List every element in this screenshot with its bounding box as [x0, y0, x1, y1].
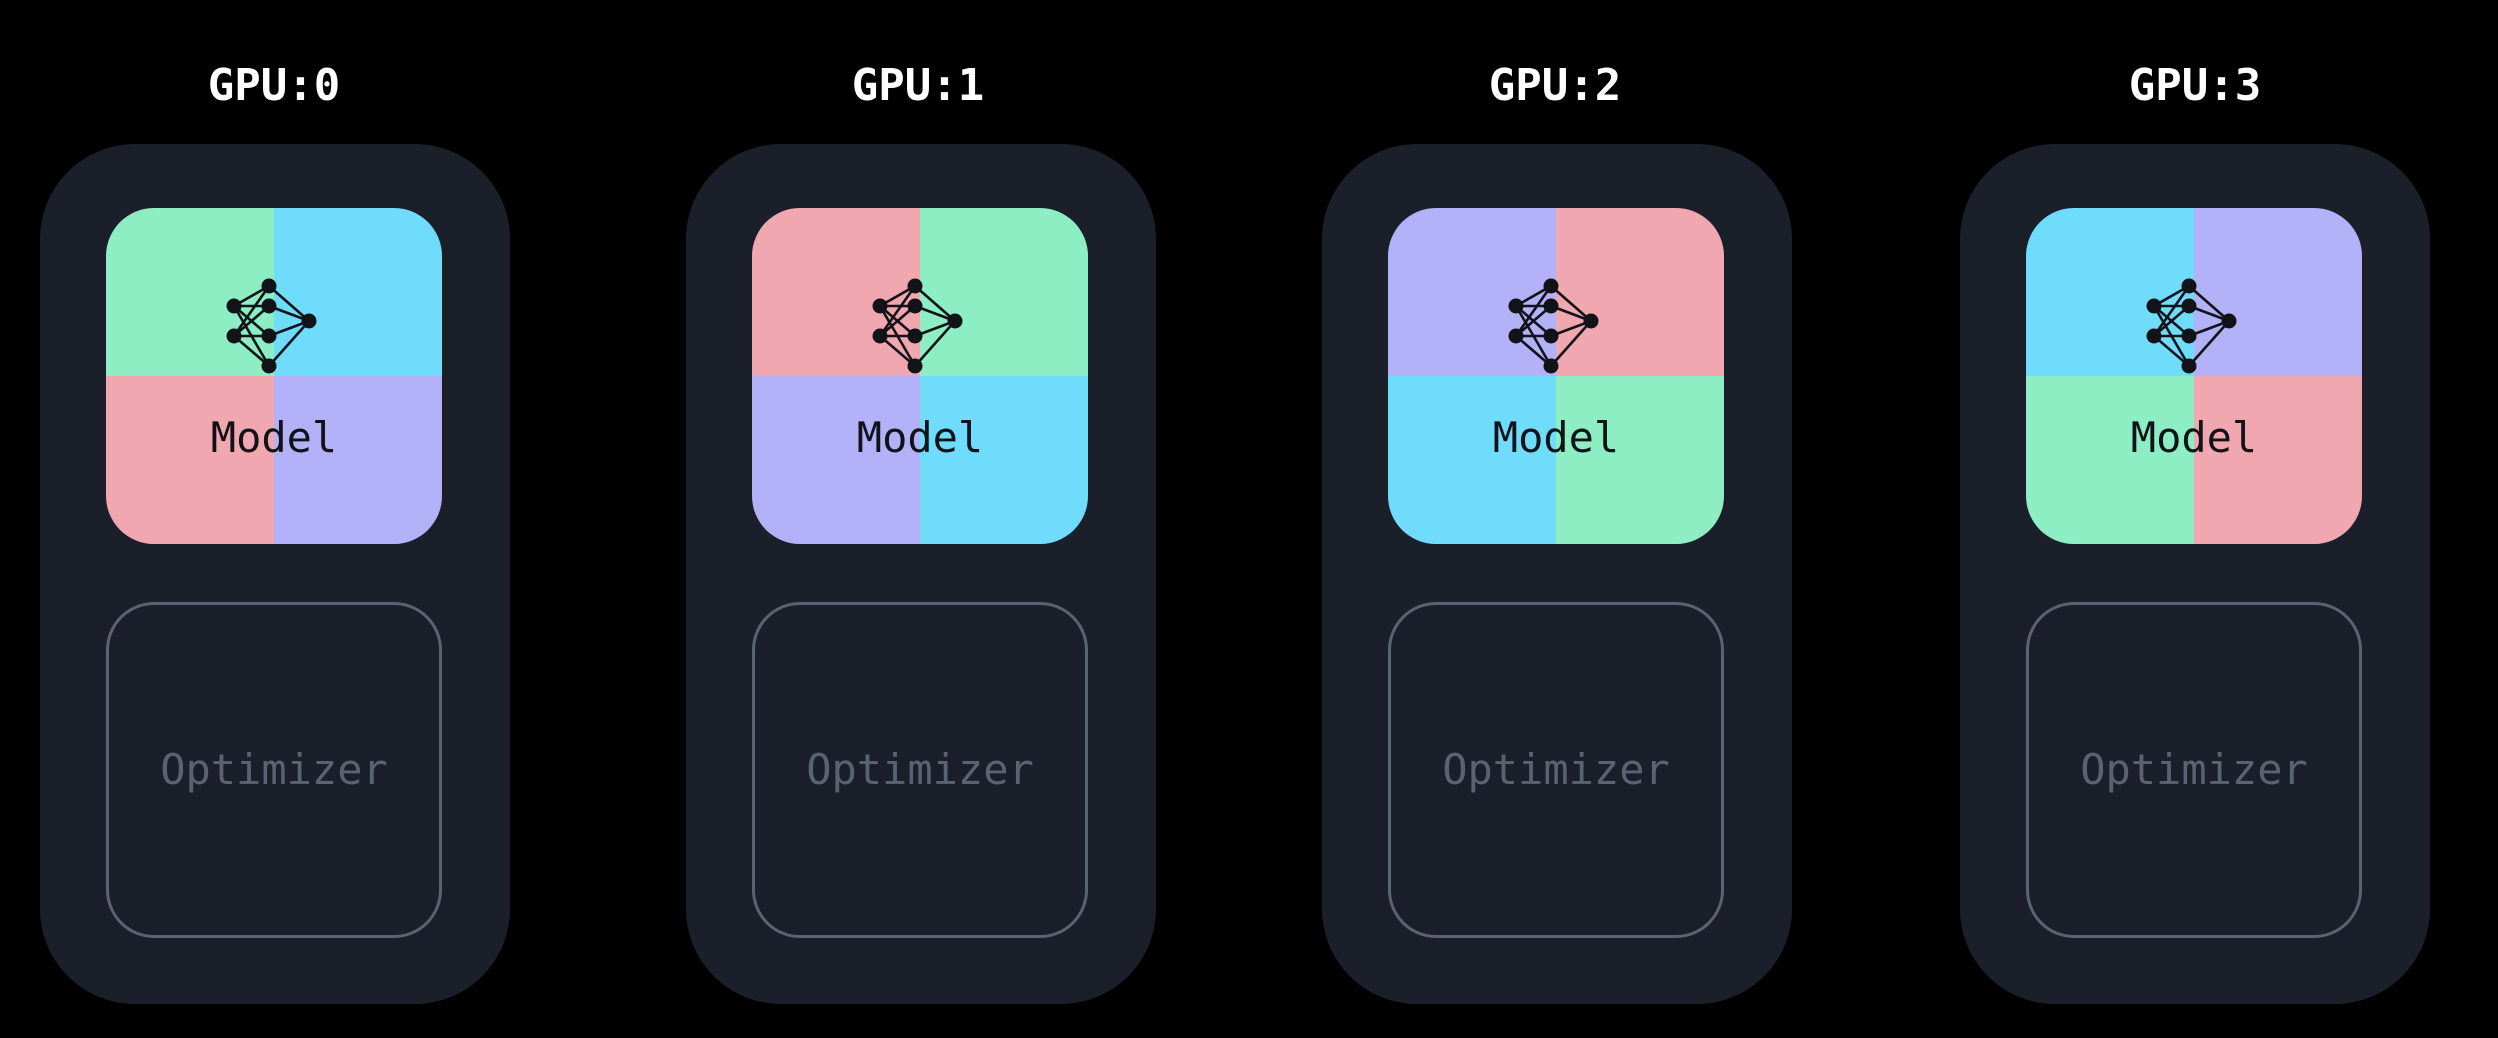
nn-edge [1515, 335, 1552, 367]
nn-edge [1550, 320, 1592, 367]
model-block: Model [106, 208, 442, 544]
nn-node [1543, 358, 1559, 374]
optimizer-block: Optimizer [2026, 602, 2362, 938]
nn-node [1543, 298, 1559, 314]
nn-edge [233, 335, 270, 367]
model-shard-top-left [1388, 208, 1556, 376]
nn-edge [2188, 320, 2230, 367]
nn-node [907, 358, 923, 374]
model-label: Model [2130, 413, 2258, 462]
nn-node [2146, 328, 2162, 344]
gpu-card-3: Model Optimizer [1960, 144, 2430, 1004]
nn-node [301, 313, 317, 329]
nn-node [261, 328, 277, 344]
nn-node [1508, 328, 1524, 344]
nn-node [261, 298, 277, 314]
model-block: Model [1388, 208, 1724, 544]
nn-edge [914, 285, 956, 322]
nn-node [2146, 298, 2162, 314]
nn-edge [878, 285, 917, 337]
neural-network-icon [2146, 278, 2237, 374]
model-shard-bottom-left [1388, 376, 1556, 544]
neural-network-icon [1508, 278, 1599, 374]
gpu-label-0: GPU:0 [207, 60, 341, 111]
nn-node [872, 328, 888, 344]
model-shard-top-right [920, 208, 1088, 376]
nn-edge [2152, 285, 2191, 337]
optimizer-label: Optimizer [1442, 745, 1670, 794]
optimizer-block: Optimizer [752, 602, 1088, 938]
model-shard-top-right [1556, 208, 1724, 376]
nn-node [261, 358, 277, 374]
gpu-label-3: GPU:3 [2128, 60, 2262, 111]
model-shard-top-left [752, 208, 920, 376]
model-shard-top-left [2026, 208, 2194, 376]
nn-node [2181, 328, 2197, 344]
nn-edge [268, 285, 310, 322]
nn-node [226, 328, 242, 344]
gpu-label-1: GPU:1 [851, 60, 985, 111]
gpu-card-2: Model Optimizer [1322, 144, 1792, 1004]
nn-node [907, 278, 923, 294]
model-label: Model [856, 413, 984, 462]
gpu-card-1: Model Optimizer [686, 144, 1156, 1004]
model-label: Model [210, 413, 338, 462]
nn-node [2181, 358, 2197, 374]
nn-node [947, 313, 963, 329]
optimizer-label: Optimizer [806, 745, 1034, 794]
nn-node [1508, 298, 1524, 314]
neural-network-icon [226, 278, 317, 374]
optimizer-label: Optimizer [160, 745, 388, 794]
model-shard-bottom-right [920, 376, 1088, 544]
nn-edge [1514, 285, 1553, 337]
model-shard-bottom-left [752, 376, 920, 544]
nn-node [907, 298, 923, 314]
nn-node [226, 298, 242, 314]
neural-network-icon [872, 278, 963, 374]
nn-node [1543, 328, 1559, 344]
model-shard-bottom-right [2194, 376, 2362, 544]
nn-edge [233, 305, 270, 337]
model-shard-top-left [106, 208, 274, 376]
nn-edge [2153, 305, 2190, 337]
nn-edge [232, 285, 271, 337]
gpu-label-2: GPU:2 [1488, 60, 1622, 111]
nn-edge [879, 335, 916, 367]
nn-edge [2153, 335, 2190, 367]
nn-edge [268, 320, 310, 367]
nn-node [2221, 313, 2237, 329]
model-shard-top-right [2194, 208, 2362, 376]
nn-node [907, 328, 923, 344]
model-shard-top-right [274, 208, 442, 376]
nn-node [872, 298, 888, 314]
model-block: Model [752, 208, 1088, 544]
nn-edge [1550, 285, 1592, 322]
nn-node [2181, 298, 2197, 314]
nn-edge [2188, 285, 2230, 322]
nn-node [2181, 278, 2197, 294]
model-shard-bottom-right [274, 376, 442, 544]
nn-edge [914, 320, 956, 367]
optimizer-block: Optimizer [1388, 602, 1724, 938]
nn-node [1583, 313, 1599, 329]
optimizer-block: Optimizer [106, 602, 442, 938]
model-shard-bottom-right [1556, 376, 1724, 544]
nn-edge [879, 305, 916, 337]
nn-node [261, 278, 277, 294]
nn-node [1543, 278, 1559, 294]
model-label: Model [1492, 413, 1620, 462]
model-shard-bottom-left [2026, 376, 2194, 544]
model-block: Model [2026, 208, 2362, 544]
optimizer-label: Optimizer [2080, 745, 2308, 794]
nn-edge [1515, 305, 1552, 337]
model-shard-bottom-left [106, 376, 274, 544]
gpu-card-0: Model Optimizer [40, 144, 510, 1004]
